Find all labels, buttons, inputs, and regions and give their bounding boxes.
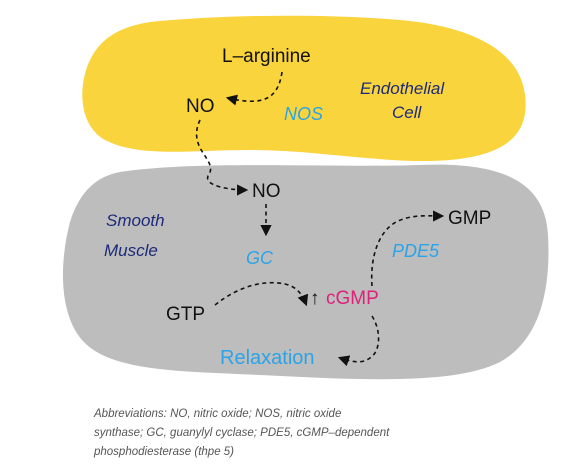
- arrow-cgmp-to-relaxation: [337, 315, 380, 367]
- nos-enzyme-label: NOS: [284, 104, 323, 124]
- arrow-no-to-smooth-muscle-no: [195, 119, 249, 196]
- l-arginine-label: L–arginine: [222, 46, 311, 67]
- footnote-line-2: synthase; GC, guanylyl cyclase; PDE5, cG…: [94, 427, 390, 439]
- gtp-label: GTP: [166, 304, 205, 325]
- arrow-cgmp-to-gmp: [370, 210, 445, 287]
- arrow-gtp-to-cgmp: [214, 281, 309, 307]
- smooth-muscle-region: [62, 164, 549, 380]
- no-smooth-muscle-label: NO: [252, 181, 281, 202]
- endothelial-cell-region: [82, 15, 526, 162]
- increase-arrow-glyph: ↑: [310, 288, 320, 309]
- relaxation-label: Relaxation: [220, 347, 315, 369]
- arrow-l-arginine-to-no: [225, 71, 283, 106]
- endothelial-cell-label-line2: Cell: [392, 103, 423, 122]
- gmp-label: GMP: [448, 208, 491, 229]
- smooth-muscle-label-line2: Muscle: [104, 241, 158, 260]
- smooth-muscle-label-line1: Smooth: [106, 211, 165, 230]
- no-endothelial-label: NO: [186, 96, 215, 117]
- footnote-line-3: phosphodiesterase (thpe 5): [94, 446, 235, 458]
- gc-enzyme-label: GC: [246, 248, 274, 268]
- cgmp-label: cGMP: [326, 288, 379, 309]
- footnote-line-1: Abbreviations: NO, nitric oxide; NOS, ni…: [94, 408, 342, 420]
- endothelial-cell-label-line1: Endothelial: [360, 79, 445, 98]
- abbreviations-footnote: Abbreviations: NO, nitric oxide; NOS, ni…: [94, 405, 514, 462]
- pde5-enzyme-label: PDE5: [392, 241, 440, 261]
